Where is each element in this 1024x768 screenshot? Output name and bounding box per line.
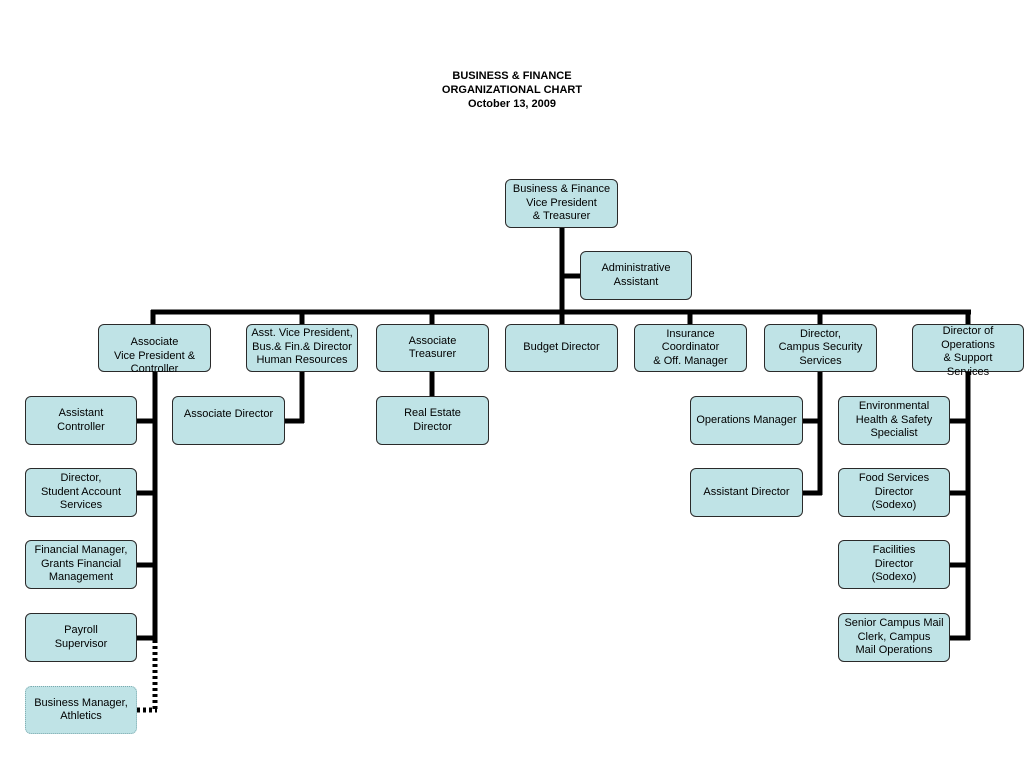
node-operations-manager: Operations Manager (690, 396, 803, 445)
node-real-estate-director: Real Estate Director (376, 396, 489, 445)
node-budget-director: Budget Director (505, 324, 618, 372)
node-athletics-business-manager: Business Manager, Athletics (25, 686, 137, 734)
node-campus-mail-clerk: Senior Campus Mail Clerk, Campus Mail Op… (838, 613, 950, 662)
node-insurance-coordinator: Insurance Coordinator & Off. Manager (634, 324, 747, 372)
node-campus-security-director: Director, Campus Security Services (764, 324, 877, 372)
node-administrative-assistant: Administrative Assistant (580, 251, 692, 300)
node-vp-treasurer: Business & Finance Vice President & Trea… (505, 179, 618, 228)
node-payroll-supervisor: Payroll Supervisor (25, 613, 137, 662)
title-line-3: October 13, 2009 (467, 98, 557, 110)
node-associate-treasurer: Associate Treasurer (376, 324, 489, 372)
node-facilities-director: Facilities Director (Sodexo) (838, 540, 950, 589)
node-operations-director: Director of Operations & Support Service… (912, 324, 1024, 378)
node-associate-director: Associate Director (172, 396, 285, 445)
node-avp-human-resources: Asst. Vice President, Bus.& Fin.& Direct… (246, 324, 358, 372)
chart-title: BUSINESS & FINANCE ORGANIZATIONAL CHART … (0, 69, 1024, 111)
node-grants-financial-manager: Financial Manager, Grants Financial Mana… (25, 540, 137, 589)
node-assistant-director: Assistant Director (690, 468, 803, 517)
title-line-2: ORGANIZATIONAL CHART (441, 84, 583, 96)
node-environmental-health-safety: Environmental Health & Safety Specialist (838, 396, 950, 445)
node-avp-controller: Associate Vice President & Controller (98, 324, 211, 375)
node-assistant-controller: Assistant Controller (25, 396, 137, 445)
node-student-account-services: Director, Student Account Services (25, 468, 137, 517)
node-food-services-director: Food Services Director (Sodexo) (838, 468, 950, 517)
title-line-1: BUSINESS & FINANCE (452, 70, 572, 82)
